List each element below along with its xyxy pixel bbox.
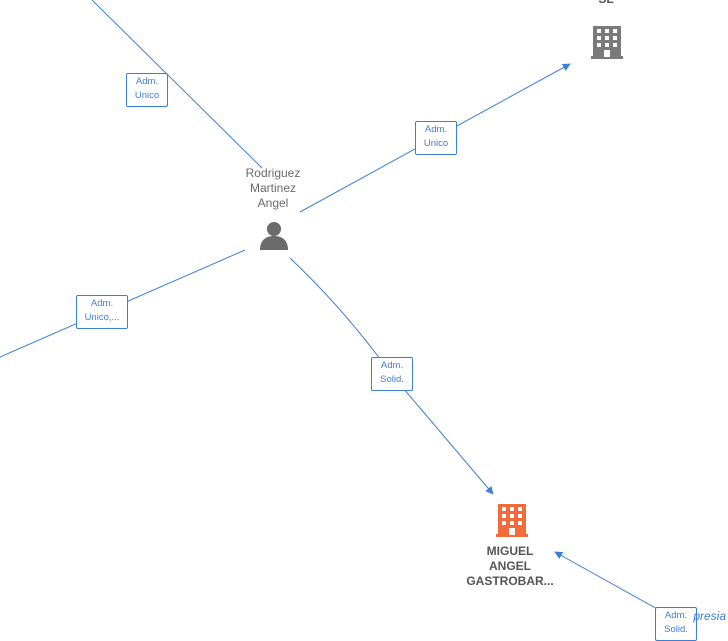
edge-label-line2: Unico,...: [84, 312, 120, 323]
top-company-label[interactable]: SL: [560, 0, 652, 7]
main-company-label[interactable]: MIGUEL ANGEL GASTROBAR...: [455, 544, 565, 589]
main-company-label-line2: ANGEL: [489, 559, 531, 573]
edge-label-line1: Adm.: [664, 610, 688, 621]
edge-label-line1: Adm.: [90, 298, 114, 309]
person-label-line3: Angel: [257, 196, 289, 210]
edge-label-line1: Adm.: [135, 76, 159, 87]
edge-label-line1: Adm.: [380, 360, 404, 371]
edge-label[interactable]: Adm. Solid.: [371, 357, 413, 391]
edge-label-line2: Solid.: [664, 624, 688, 635]
building-icon[interactable]: [496, 504, 528, 537]
edge-label-line1: Adm.: [424, 124, 448, 135]
top-company-label-line2: SL: [560, 0, 652, 7]
edge-line-from-bottom-right: [554, 551, 669, 616]
person-label-line2: Martinez: [249, 181, 296, 195]
edge-label[interactable]: Adm. Unico: [126, 73, 168, 107]
main-company-label-line1: MIGUEL: [486, 544, 534, 558]
watermark: presia: [693, 609, 726, 623]
edge-label-line2: Solid.: [380, 374, 404, 385]
person-icon[interactable]: [260, 222, 288, 250]
building-icon[interactable]: [591, 26, 623, 59]
edge-label-line2: Unico: [134, 90, 160, 101]
edge-line-top-left: [91, 0, 263, 169]
edge-label[interactable]: Adm. Unico,...: [76, 295, 128, 329]
person-label[interactable]: Rodriguez Martinez Angel: [232, 166, 314, 211]
edge-label[interactable]: Adm. Solid.: [655, 607, 697, 641]
edge-label-line2: Unico: [423, 138, 449, 149]
main-company-label-line3: GASTROBAR...: [466, 574, 554, 588]
edge-label[interactable]: Adm. Unico: [415, 121, 457, 155]
person-label-line1: Rodriguez: [245, 166, 301, 180]
